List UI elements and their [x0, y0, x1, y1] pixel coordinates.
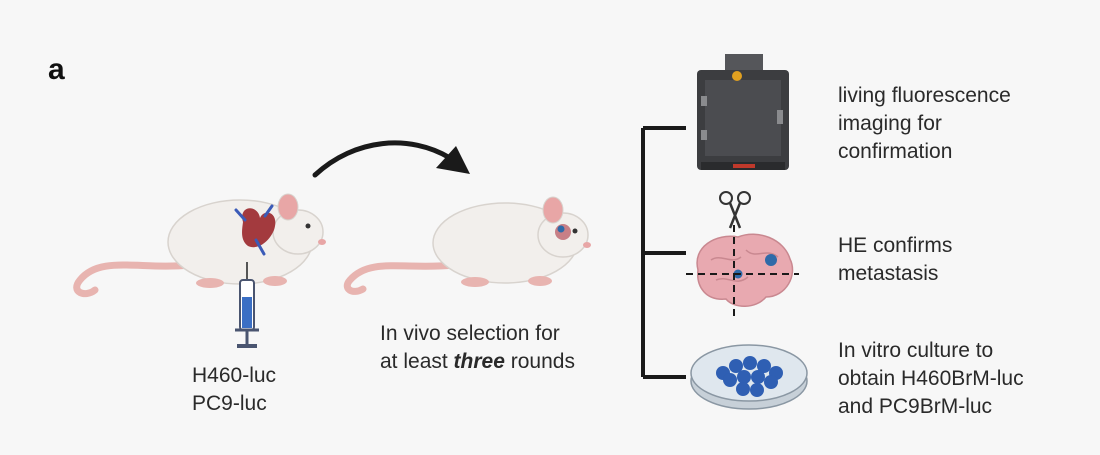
fluorescence-imager-icon	[697, 54, 789, 170]
outcome-2-line2: metastasis	[838, 262, 939, 285]
panel-label: a	[48, 53, 65, 86]
branch-bracket	[641, 126, 686, 379]
scissors-icon	[719, 191, 751, 229]
outcome-2-line1: HE confirms	[838, 234, 953, 257]
curved-arrow-icon	[312, 140, 470, 178]
cell-line-label-1: H460-luc	[192, 364, 277, 387]
selected-mouse-icon	[343, 196, 591, 295]
outcome-3-line3: and PC9BrM-luc	[838, 395, 993, 418]
brain-section-icon	[686, 225, 799, 318]
cell-line-label-2: PC9-luc	[192, 392, 267, 415]
syringe-icon	[235, 262, 259, 348]
selection-suffix: rounds	[504, 350, 575, 373]
injected-mouse-icon	[73, 193, 326, 298]
outcome-1-line2: imaging for	[838, 112, 942, 135]
petri-dish-icon	[690, 344, 808, 410]
outcome-1-line1: living fluorescence	[838, 84, 1011, 107]
selection-text-line2: at least three rounds	[380, 348, 575, 375]
selection-emphasis: three	[453, 350, 505, 373]
selection-text-line1: In vivo selection for	[380, 322, 560, 345]
selection-prefix: at least	[380, 350, 454, 373]
outcome-1-line3: confirmation	[838, 140, 953, 163]
outcome-3-line1: In vitro culture to	[838, 339, 994, 362]
outcome-3-line2: obtain H460BrM-luc	[838, 367, 1024, 390]
